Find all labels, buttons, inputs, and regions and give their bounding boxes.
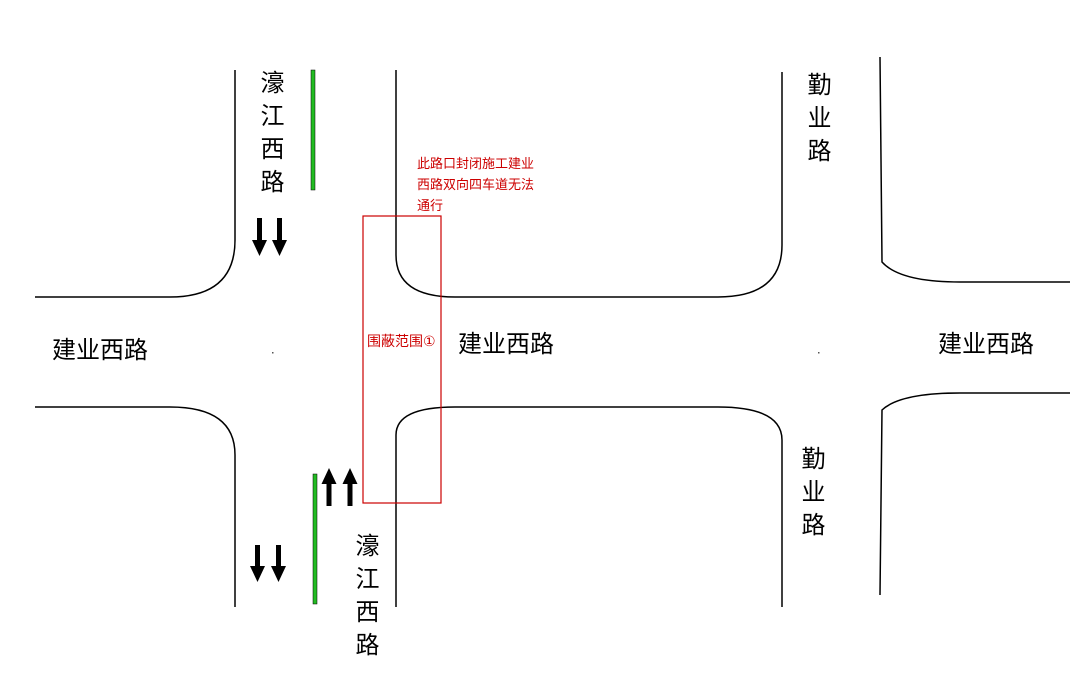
road-label-right-north: 勤业路 <box>803 72 831 171</box>
road-label-right-south: 勤业路 <box>797 446 825 545</box>
road-edges <box>35 56 1070 607</box>
closure-notice: 此路口封闭施工建业西路双向四车道无法通行 <box>417 157 535 214</box>
road-label-east: 建业西路 <box>938 330 1034 358</box>
arrow-down-icon <box>271 545 286 582</box>
closure-zone <box>362 215 442 504</box>
center-dot-left <box>272 352 274 354</box>
lane-divider-north <box>310 69 316 191</box>
arrow-down-icon <box>252 218 267 256</box>
closure-zone-label: 围蔽范围① <box>367 334 436 350</box>
road-edge-se-left <box>395 406 783 607</box>
road-label-left-north: 濠江西路 <box>256 70 284 202</box>
road-edge-ne-right <box>879 56 1070 283</box>
road-label-center: 建业西路 <box>458 330 554 358</box>
lane-divider-south <box>312 473 318 605</box>
arrow-up-icon <box>321 468 337 506</box>
road-label-left-south: 濠江西路 <box>351 533 379 665</box>
road-edge-ne-left <box>395 70 783 298</box>
road-edge-se-right <box>879 392 1070 596</box>
center-dot-right <box>818 352 820 354</box>
arrow-down-icon <box>272 218 287 256</box>
road-label-west: 建业西路 <box>52 336 148 364</box>
road-edge-sw-left <box>35 406 236 607</box>
road-edge-nw-left <box>35 70 236 298</box>
arrow-down-icon <box>250 545 265 582</box>
arrow-up-icon <box>342 468 358 506</box>
